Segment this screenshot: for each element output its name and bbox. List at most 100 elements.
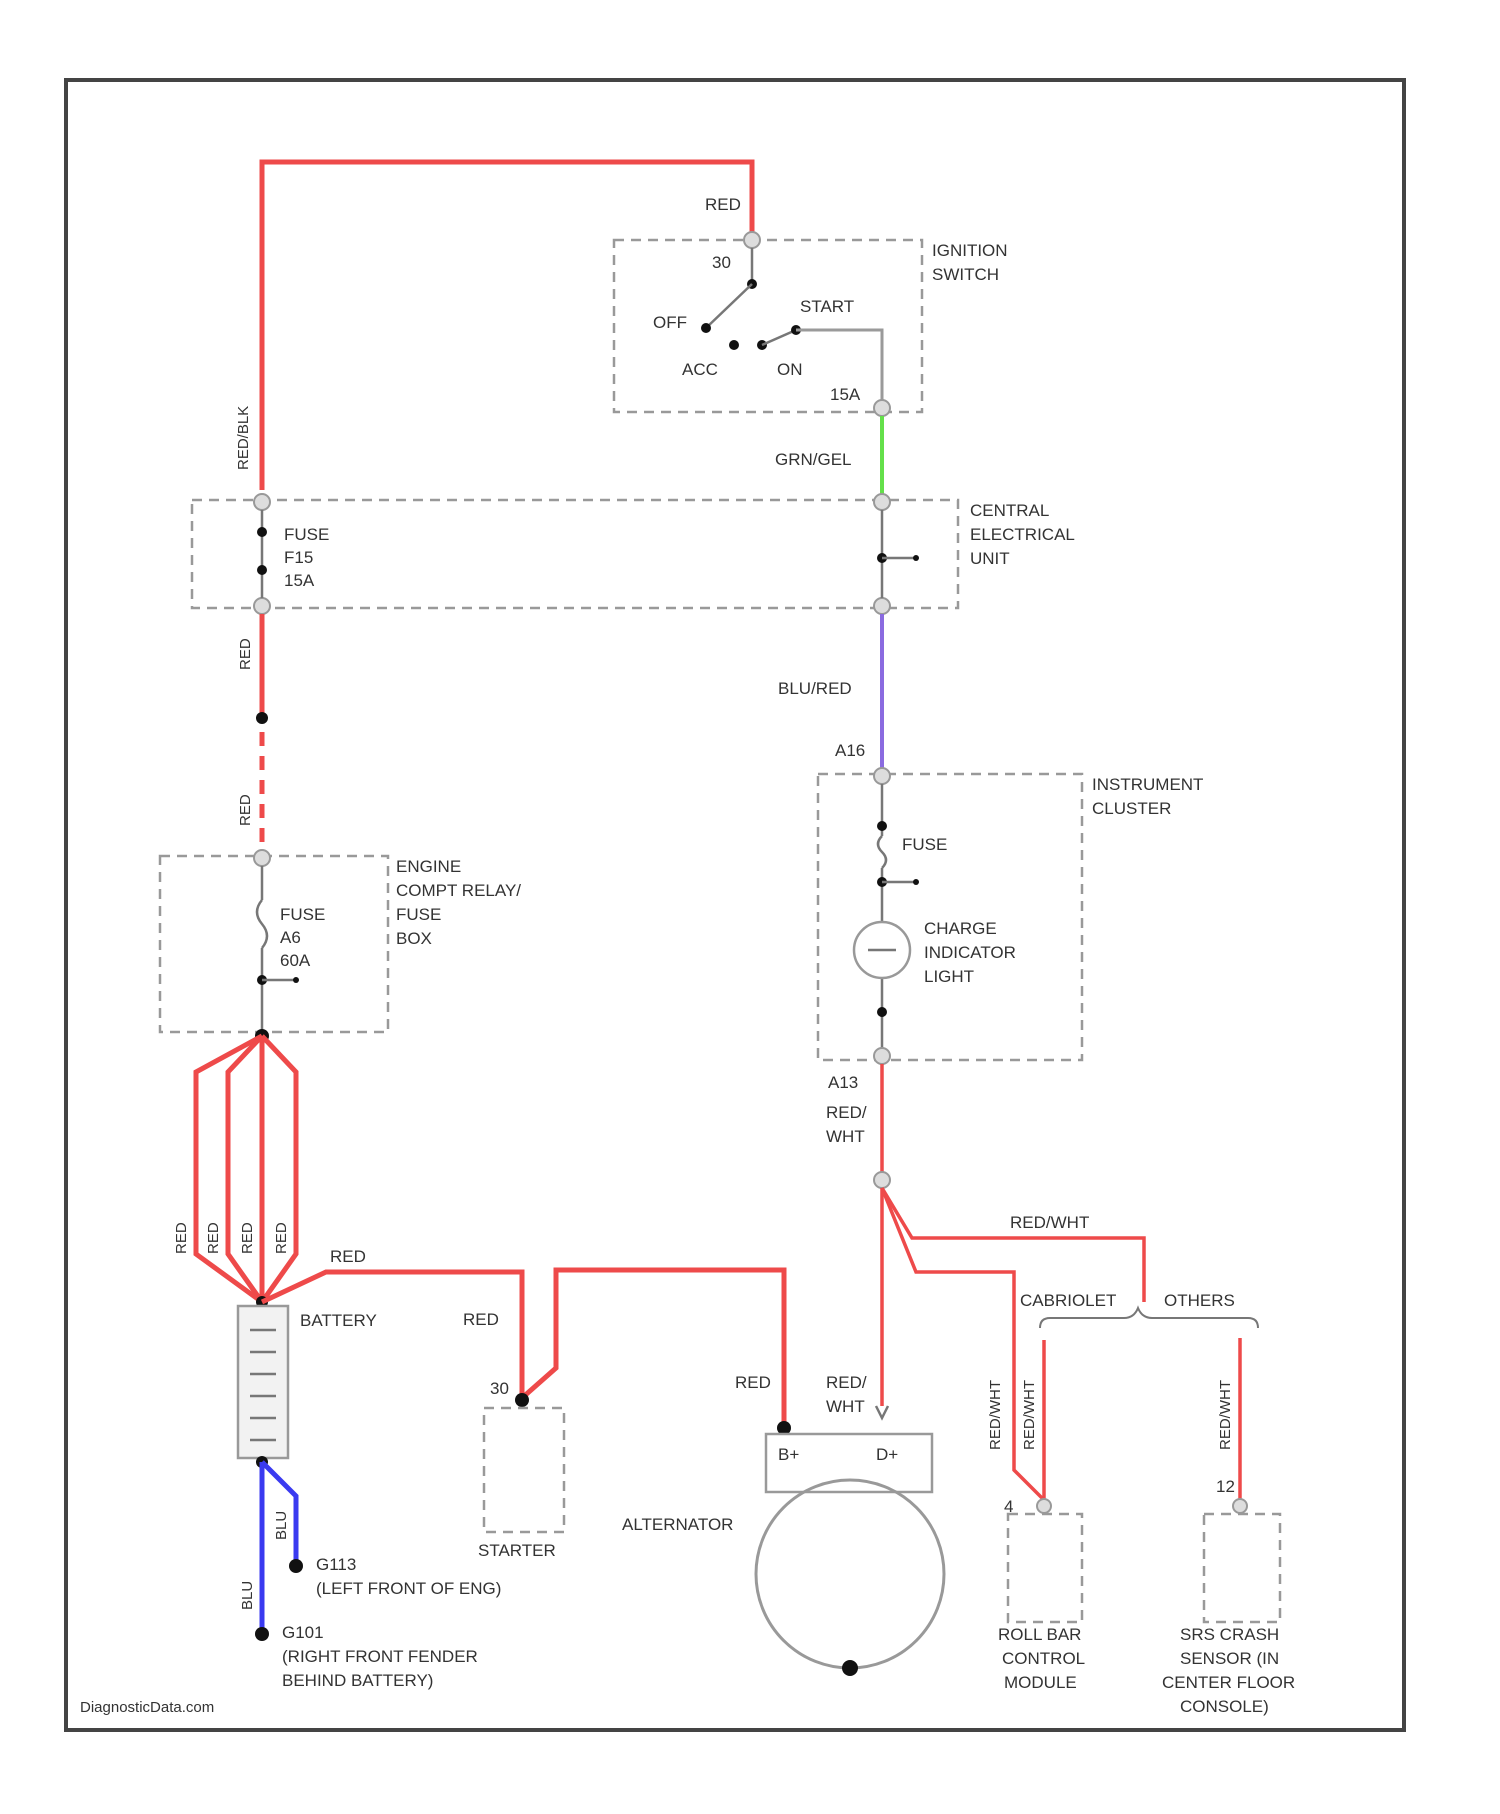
- engine-fuse-label-2: A6: [280, 928, 301, 947]
- central-unit-name-1: CENTRAL: [970, 501, 1049, 520]
- option-bracket: [1040, 1308, 1258, 1328]
- watermark: DiagnosticData.com: [80, 1699, 214, 1716]
- ignition-pin-30-connector: [744, 232, 760, 248]
- wire-label-red-wht-1b: WHT: [826, 1127, 865, 1146]
- srs-box: [1204, 1514, 1280, 1622]
- starter-pin-label: 30: [490, 1379, 509, 1398]
- roll-bar-name-1: ROLL BAR: [998, 1625, 1081, 1644]
- ground-g113-desc: (LEFT FRONT OF ENG): [316, 1579, 501, 1598]
- instrument-cluster: FUSE CHARGE INDICATOR LIGHT INSTRUMENT C…: [818, 768, 1203, 1064]
- battery-label: BATTERY: [300, 1311, 377, 1330]
- engine-fuse-label-3: 60A: [280, 951, 311, 970]
- ground-g101-desc-1: (RIGHT FRONT FENDER: [282, 1647, 478, 1666]
- central-unit-name-3: UNIT: [970, 549, 1010, 568]
- cluster-name-1: INSTRUMENT: [1092, 775, 1203, 794]
- srs-name-4: CONSOLE): [1180, 1697, 1269, 1716]
- wire-label-red-top: RED: [705, 195, 741, 214]
- ignition-switch-name-2: SWITCH: [932, 265, 999, 284]
- ground-g101-dot: [255, 1627, 269, 1641]
- battery: BATTERY: [238, 1306, 377, 1458]
- alternator-pin-dplus: D+: [876, 1445, 898, 1464]
- cluster-fuse-label: FUSE: [902, 835, 947, 854]
- srs-name-2: SENSOR (IN: [1180, 1649, 1279, 1668]
- ground-g101-id: G101: [282, 1623, 324, 1642]
- cluster-pin-in: A16: [835, 741, 865, 760]
- engine-box-name-3: FUSE: [396, 905, 441, 924]
- wire-label-red-wht-1a: RED/: [826, 1103, 867, 1122]
- charge-light-label-3: LIGHT: [924, 967, 974, 986]
- wire-label-red-blk: RED/BLK: [235, 406, 252, 470]
- ignition-pos-on: ON: [777, 360, 803, 379]
- wire-label-red-alternator: RED: [735, 1373, 771, 1392]
- ignition-pin-15a-label: 15A: [830, 385, 861, 404]
- starter: 30 STARTER: [478, 1379, 564, 1560]
- cluster-fuse-symbol: [878, 836, 886, 868]
- srs-pin: 12: [1216, 1477, 1235, 1496]
- ignition-pos-acc: ACC: [682, 360, 718, 379]
- diagram-frame: [66, 80, 1404, 1730]
- central-unit-name-2: ELECTRICAL: [970, 525, 1075, 544]
- engine-box-name-2: COMPT RELAY/: [396, 881, 521, 900]
- wire-label-bundle-3: RED: [239, 1222, 256, 1254]
- srs-crash-sensor: 12 SRS CRASH SENSOR (IN CENTER FLOOR CON…: [1162, 1477, 1295, 1716]
- wire-label-roll-2: RED/WHT: [1021, 1380, 1038, 1450]
- engine-box-name-4: BOX: [396, 929, 432, 948]
- engine-fuse-label-1: FUSE: [280, 905, 325, 924]
- alternator-body: [756, 1480, 944, 1668]
- wire-label-red-starter: RED: [463, 1310, 499, 1329]
- battery-cable-bundle: RED RED RED RED: [173, 1029, 296, 1308]
- roll-bar-name-2: CONTROL: [1002, 1649, 1085, 1668]
- cluster-pin-out: A13: [828, 1073, 858, 1092]
- engine-relay-fuse-box: FUSE A6 60A ENGINE COMPT RELAY/ FUSE BOX: [160, 850, 521, 1034]
- central-electrical-unit: FUSE F15 15A CENTRAL ELECTRICAL UNIT: [192, 494, 1075, 614]
- ignition-switch-name-1: IGNITION: [932, 241, 1008, 260]
- instrument-cluster-box: [818, 774, 1082, 1060]
- roll-bar-control-module: 4 ROLL BAR CONTROL MODULE: [998, 1497, 1085, 1692]
- srs-name-1: SRS CRASH: [1180, 1625, 1279, 1644]
- engine-box-name-1: ENGINE: [396, 857, 461, 876]
- ground-g113-dot: [289, 1559, 303, 1573]
- ignition-switch: 30 OFF ACC ON START 15A IGNITION SWITCH: [614, 232, 1008, 416]
- engine-fuse-symbol: [257, 900, 267, 948]
- roll-bar-name-3: MODULE: [1004, 1673, 1077, 1692]
- ignition-pin-30-label: 30: [712, 253, 731, 272]
- wire-label-bundle-2: RED: [205, 1222, 222, 1254]
- wire-label-red-battery: RED: [330, 1247, 366, 1266]
- charge-light-label-1: CHARGE: [924, 919, 997, 938]
- starter-box: [484, 1408, 564, 1532]
- charge-light-label-2: INDICATOR: [924, 943, 1016, 962]
- cluster-name-2: CLUSTER: [1092, 799, 1171, 818]
- engine-relay-box: [160, 856, 388, 1032]
- wire-label-grn-gel: GRN/GEL: [775, 450, 852, 469]
- central-fuse-label-1: FUSE: [284, 525, 329, 544]
- ignition-pos-start: START: [800, 297, 854, 316]
- alternator-pin-bplus: B+: [778, 1445, 799, 1464]
- central-fuse-label-2: F15: [284, 548, 313, 567]
- ignition-switch-contact: [706, 284, 752, 328]
- wire-label-blu-red: BLU/RED: [778, 679, 852, 698]
- central-fuse-label-3: 15A: [284, 571, 315, 590]
- wire-label-blu-2: BLU: [239, 1581, 256, 1610]
- alternator: B+ D+ ALTERNATOR: [622, 1421, 944, 1676]
- wire-label-blu-1: BLU: [273, 1511, 290, 1540]
- srs-name-3: CENTER FLOOR: [1162, 1673, 1295, 1692]
- wire-label-bundle-4: RED: [273, 1222, 290, 1254]
- wire-red-battery-starter: [262, 1272, 522, 1398]
- branch-others: OTHERS: [1164, 1291, 1235, 1310]
- wire-label-roll-1: RED/WHT: [987, 1380, 1004, 1450]
- branch-cabriolet: CABRIOLET: [1020, 1291, 1116, 1310]
- ground-g113-id: G113: [316, 1555, 356, 1574]
- roll-bar-box: [1008, 1514, 1082, 1622]
- ground-g101-desc-2: BEHIND BATTERY): [282, 1671, 433, 1690]
- wire-label-bundle-1: RED: [173, 1222, 190, 1254]
- wire-label-red-2: RED: [237, 794, 254, 826]
- wire-red-starter-alternator: [522, 1270, 784, 1426]
- alternator-label: ALTERNATOR: [622, 1515, 733, 1534]
- wire-label-red-wht-branch: RED/WHT: [1010, 1213, 1089, 1232]
- wire-label-red-1: RED: [237, 638, 254, 670]
- starter-label: STARTER: [478, 1541, 556, 1560]
- ignition-pos-off: OFF: [653, 313, 687, 332]
- wire-label-srs: RED/WHT: [1217, 1380, 1234, 1450]
- wire-red-wht-cabriolet: [882, 1188, 1044, 1500]
